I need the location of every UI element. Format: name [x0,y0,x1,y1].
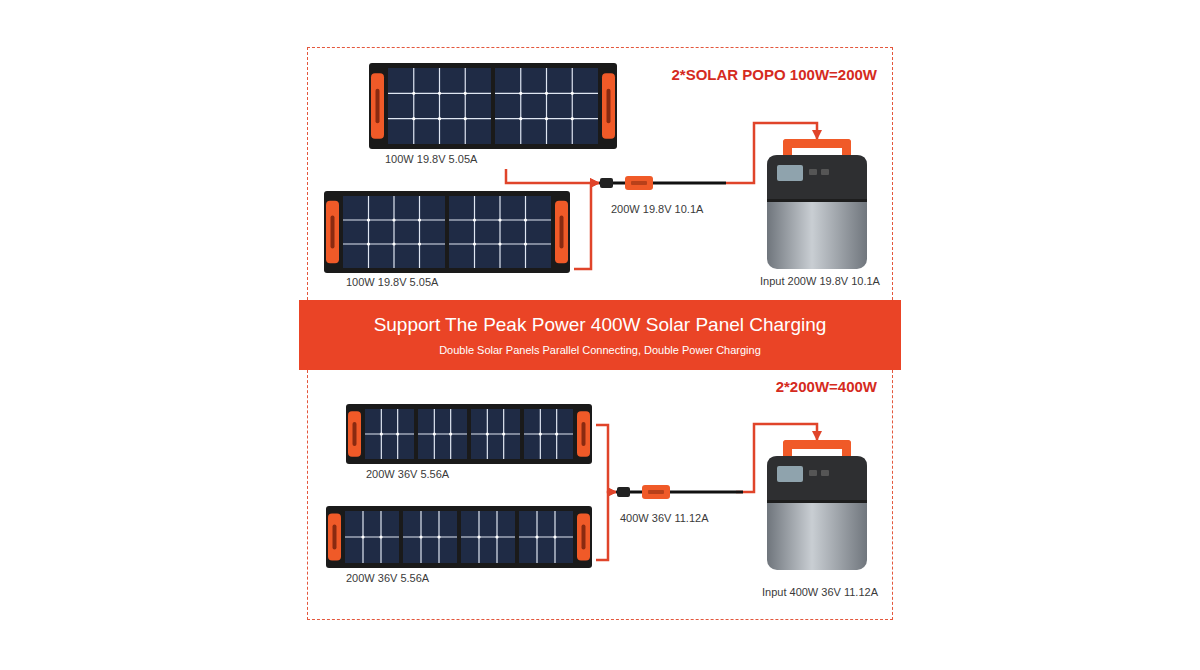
parallel-connector: 200W 19.8V 10.1A [599,171,726,221]
power-station-illustration [767,139,867,269]
power-station-illustration [767,440,867,570]
panel-spec: 200W 36V 5.56A [346,572,429,585]
solar-panel-illustration [324,191,570,273]
wire-connector [596,492,616,560]
lower-region: 2*200W=400W 200W 36V 5.56A 200W 36V 5.56A 4… [307,370,893,620]
solar-panel-illustration [326,506,592,568]
input-spec: Input 400W 36V 11.12A [745,586,895,599]
upper-region: 2*SOLAR POPO 100W=200W 100W 19.8V 5.05A 10… [307,47,893,300]
panel-spec: 100W 19.8V 5.05A [346,276,438,289]
solar-panel-illustration [369,63,617,149]
solar-panel: 200W 36V 5.56A [326,506,596,588]
solar-panel: 200W 36V 5.56A [346,404,596,484]
banner-band: Support The Peak Power 400W Solar Panel … [299,300,901,370]
combined-spec: 400W 36V 11.12A [620,512,708,525]
power-station: Input 400W 36V 11.12A [745,440,895,605]
wire-connector [574,183,599,269]
input-spec: Input 200W 19.8V 10.1A [745,275,895,288]
solar-panel: 100W 19.8V 5.05A [369,63,621,169]
section-title: 2*200W=400W [776,378,877,396]
banner-heading: Support The Peak Power 400W Solar Panel … [299,314,901,337]
wire-connector [596,425,616,492]
banner-subheading: Double Solar Panels Parallel Connecting,… [299,344,901,357]
panel-spec: 100W 19.8V 5.05A [385,153,477,166]
solar-panel: 100W 19.8V 5.05A [324,191,574,291]
parallel-connector: 400W 36V 11.12A [616,480,736,530]
panel-spec: 200W 36V 5.56A [366,468,449,481]
cable-fuse-illustration [599,175,726,191]
cable-fuse-illustration [616,484,743,500]
power-station: Input 200W 19.8V 10.1A [745,139,895,293]
combined-spec: 200W 19.8V 10.1A [611,203,703,216]
solar-panel-illustration [346,404,592,464]
wire-connector [506,169,599,183]
section-title: 2*SOLAR POPO 100W=200W [672,66,878,84]
